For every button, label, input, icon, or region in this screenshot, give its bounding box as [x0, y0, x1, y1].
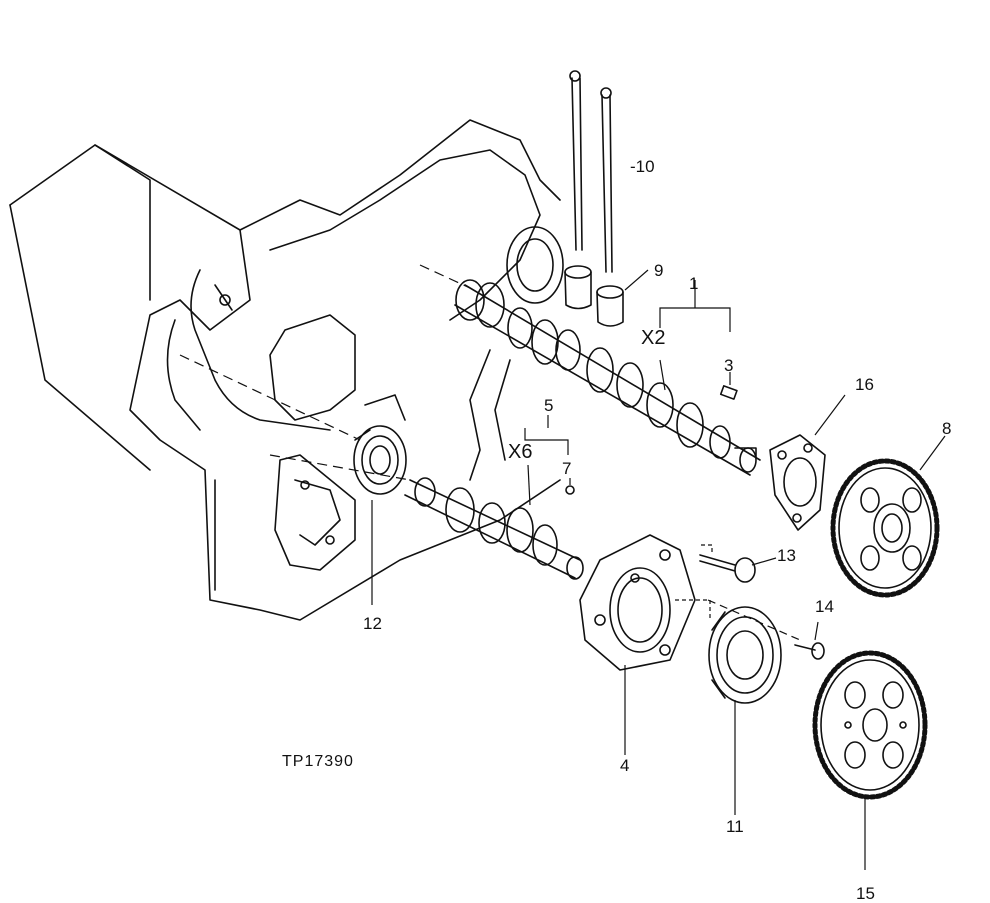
callout-13: 13 [777, 546, 796, 565]
engine-block-housing [9, 119, 564, 621]
callout-15: 15 [856, 884, 875, 903]
callout-12: 12 [363, 614, 382, 633]
callout-7: 7 [562, 459, 572, 478]
callout-16: 16 [855, 375, 874, 394]
callout-9: 9 [654, 261, 664, 280]
idler-gear [812, 650, 928, 800]
bearing-housing [579, 534, 696, 671]
camshaft-gear [830, 458, 940, 598]
front-ball-bearing [353, 425, 407, 495]
callout-4: 4 [620, 756, 630, 775]
cam-followers [564, 265, 624, 327]
camshaft [454, 279, 761, 476]
callout-1: 1 [689, 274, 699, 293]
rear-ball-bearing [708, 606, 782, 704]
callout-8: 8 [942, 419, 952, 438]
illustration-reference: TP17390 [282, 753, 354, 770]
callout-6: X6 [508, 441, 533, 463]
cap-screw [699, 554, 756, 583]
callout-5: 5 [544, 396, 554, 415]
push-rods [569, 70, 613, 273]
callout-11: 11 [726, 817, 744, 836]
bolt [794, 642, 825, 660]
callout-2: X2 [641, 327, 666, 349]
leader-lines [179, 264, 946, 870]
callout-3: 3 [724, 356, 734, 375]
thrust-plate [769, 434, 826, 531]
callout-10: -10 [630, 157, 655, 176]
callout-14: 14 [815, 597, 834, 616]
idler-shaft [404, 477, 584, 580]
